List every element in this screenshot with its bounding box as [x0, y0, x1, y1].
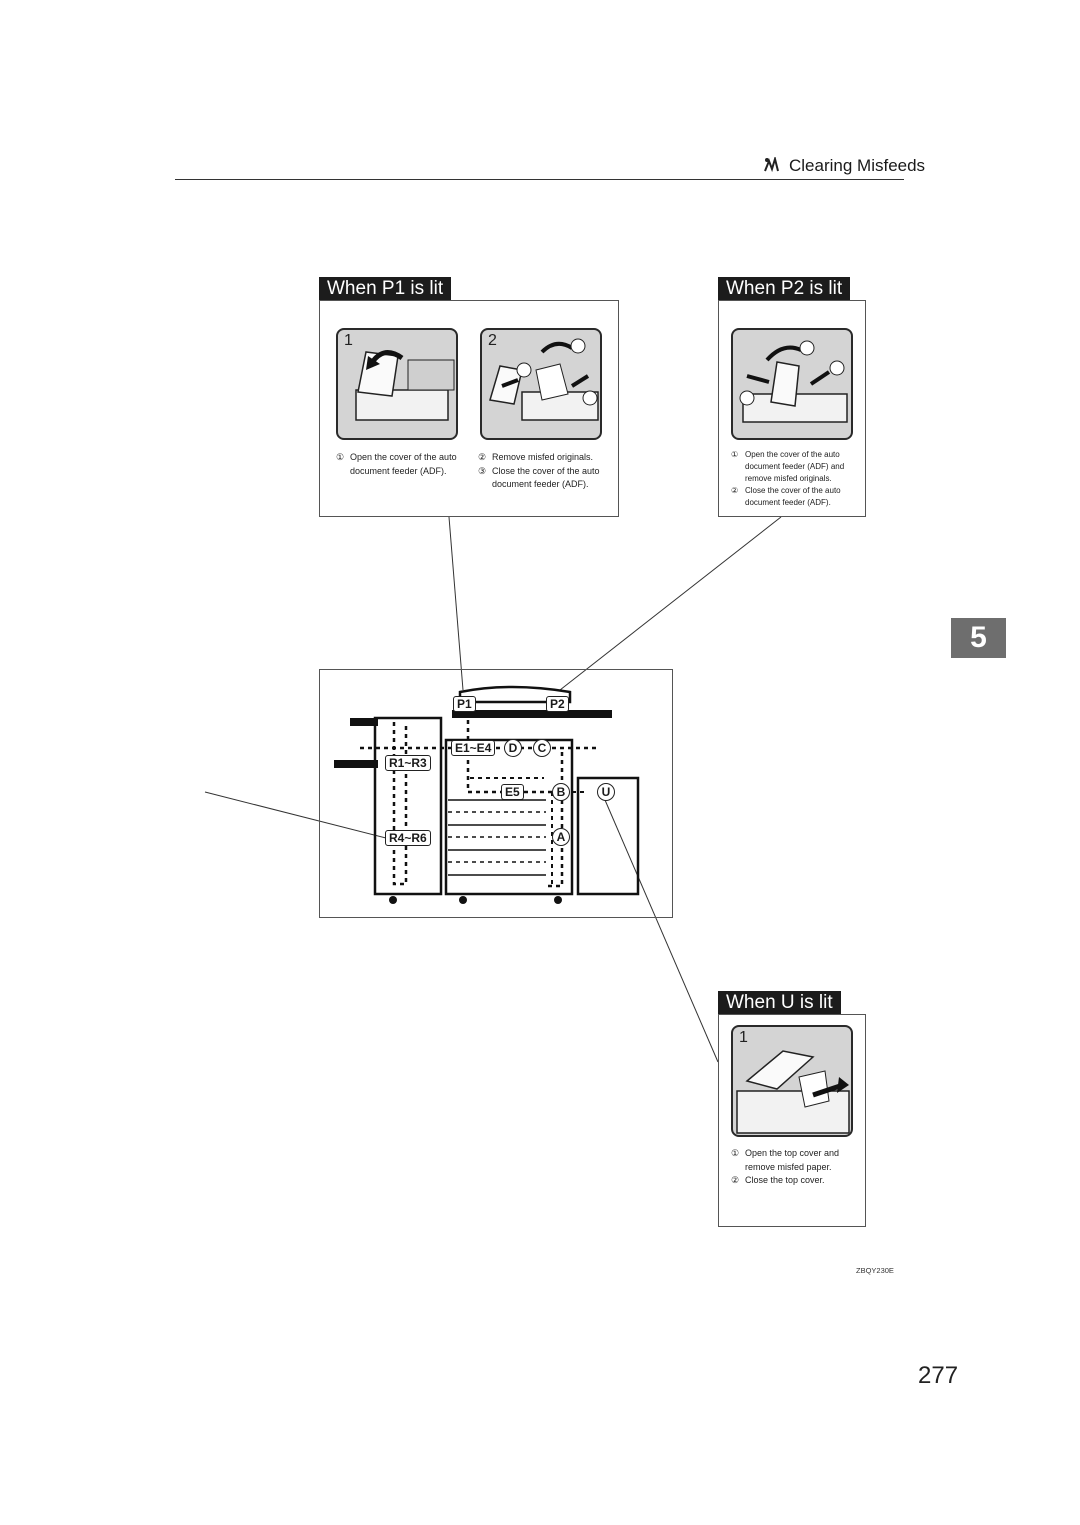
label-b: B — [552, 783, 570, 801]
adf-open-icon — [355, 350, 455, 421]
top-cover-icon — [736, 1050, 850, 1134]
label-r4-r6: R4~R6 — [385, 830, 431, 846]
label-u: U — [597, 783, 615, 801]
callout-line-p1 — [448, 516, 464, 691]
machine-diagram: P1 P2 E1~E4 D C R1~R3 E5 B U R4~R6 A — [319, 669, 673, 918]
misfeed-icon — [764, 157, 779, 173]
illustration-open-top-cover: 1 — [731, 1025, 853, 1137]
label-e5: E5 — [501, 784, 524, 800]
remove-originals-icon — [489, 338, 599, 421]
callout-line-p2 — [559, 516, 782, 691]
callout-line-u — [604, 799, 719, 1063]
adf-remove-icon — [739, 340, 848, 423]
banner-when-p1: When P1 is lit — [319, 277, 452, 301]
copier-outline — [334, 685, 640, 904]
callout-line-r4r6 — [204, 791, 387, 839]
label-c: C — [533, 739, 551, 757]
header: Clearing Misfeeds — [763, 156, 925, 176]
label-a: A — [552, 828, 570, 846]
chapter-tab: 5 — [951, 618, 1006, 658]
label-p2: P2 — [546, 696, 569, 712]
section-title: Clearing Misfeeds — [789, 156, 926, 175]
banner-when-p2: When P2 is lit — [718, 277, 851, 301]
illustration-remove-originals: 2 — [480, 328, 602, 440]
header-divider — [175, 179, 904, 180]
label-d: D — [504, 739, 522, 757]
page-number: 277 — [918, 1362, 959, 1389]
label-r1-r3: R1~R3 — [385, 755, 431, 771]
illustration-open-adf: 1 — [336, 328, 458, 440]
label-e1-e4: E1~E4 — [451, 740, 496, 756]
figure-code: ZBQY230E — [856, 1266, 894, 1275]
illustration-open-adf-remove — [731, 328, 853, 440]
banner-when-u: When U is lit — [718, 991, 841, 1015]
label-p1: P1 — [453, 696, 476, 712]
